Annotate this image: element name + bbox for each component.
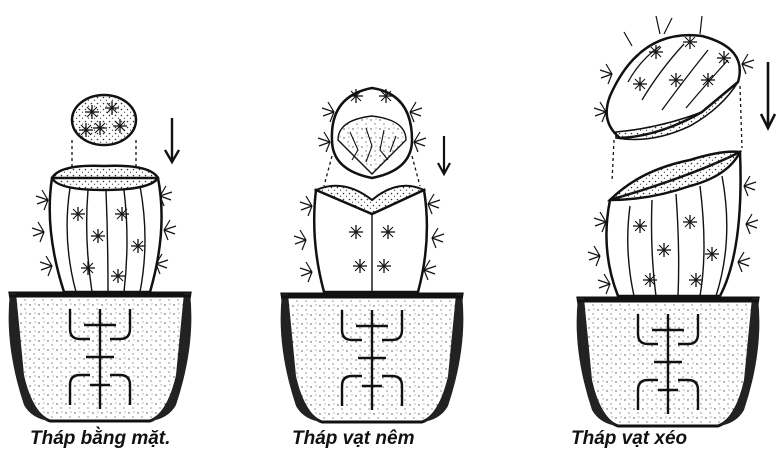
stock-cactus xyxy=(588,152,758,296)
scion-round xyxy=(72,95,136,145)
figure-flat-graft xyxy=(9,95,192,421)
down-arrow-icon xyxy=(438,136,450,174)
caption-flat-graft: Tháp bằng mặt. xyxy=(30,428,170,450)
caption-wedge-graft: Tháp vạt nêm xyxy=(292,428,414,450)
caption-oblique-graft: Tháp vạt xéo xyxy=(571,428,687,450)
flower-pot xyxy=(9,293,192,421)
scion-oblique xyxy=(594,16,754,140)
flower-pot xyxy=(281,294,464,422)
down-arrow-icon xyxy=(165,118,179,162)
down-arrow-icon xyxy=(761,62,775,128)
stock-cactus xyxy=(32,166,176,292)
stock-cactus xyxy=(294,186,444,292)
figure-wedge-graft xyxy=(281,88,464,422)
flower-pot xyxy=(577,298,760,426)
scion-wedge xyxy=(318,88,426,178)
figure-oblique-graft xyxy=(577,16,775,426)
